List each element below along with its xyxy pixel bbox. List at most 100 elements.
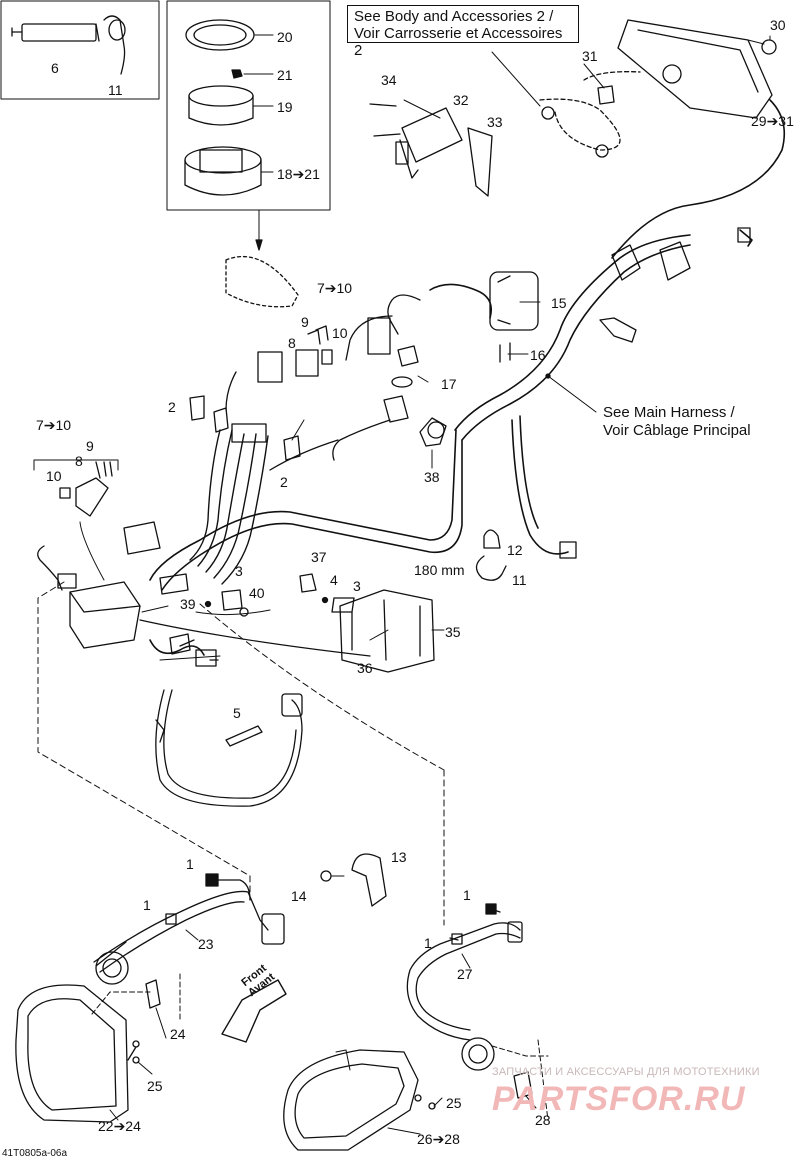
watermark-logo: PARTSFOR.RU [492, 1080, 746, 1118]
callout-26-28: 26➔28 [417, 1131, 460, 1147]
note-line: See Body and Accessories 2 / [354, 8, 554, 25]
note-line: Voir Carrosserie et Accessoires 2 [354, 25, 563, 59]
callout-21: 21 [277, 67, 293, 83]
callout-10: 10 [332, 325, 348, 341]
callout-15: 15 [551, 295, 567, 311]
bracket-35-icon [339, 589, 435, 673]
callout-28: 28 [535, 1112, 551, 1128]
socket-icon [461, 1037, 495, 1071]
watermark-tagline: ЗАПЧАСТИ И АКСЕССУАРЫ ДЛЯ МОТОТЕХНИКИ [492, 1066, 760, 1078]
callout-12: 12 [507, 542, 523, 558]
callout-40: 40 [249, 585, 265, 601]
callout-11: 11 [108, 82, 123, 98]
callout-3: 3 [353, 578, 361, 594]
bulb-icon [761, 39, 777, 55]
connector-block-icon [257, 351, 283, 383]
headlight-left-icon [15, 984, 129, 1123]
callout-7-10: 7➔10 [36, 417, 72, 433]
callout-36: 36 [357, 660, 373, 676]
callout-23: 23 [198, 936, 214, 952]
body-accessories-note: See Body and Accessories 2 / Voir Carros… [347, 5, 579, 59]
callout-25: 25 [147, 1078, 163, 1094]
callout-2: 2 [168, 399, 176, 415]
nut-14-icon [320, 870, 332, 882]
callout-20: 20 [277, 29, 293, 45]
callout-2: 2 [280, 474, 288, 490]
headlight-right-icon [283, 1049, 419, 1151]
main-harness-icon [149, 99, 786, 591]
cable-tie-icon [103, 15, 126, 75]
callout-35: 35 [445, 624, 461, 640]
sealant-tube-icon [11, 23, 100, 42]
callout-8: 8 [288, 335, 296, 351]
retainer-1-icon [165, 913, 177, 925]
gauge-unit-icon [184, 146, 262, 196]
length-label: 180 mm [414, 562, 465, 578]
callout-22-24: 22➔24 [98, 1118, 141, 1134]
callout-16: 16 [530, 347, 546, 363]
bulb-28-icon [513, 1071, 533, 1099]
callout-33: 33 [487, 114, 503, 130]
inset-box-gauge [166, 0, 331, 211]
socket-icon [95, 951, 129, 985]
callout-11: 11 [512, 572, 527, 588]
harness-connector-icon [559, 541, 577, 559]
callout-14: 14 [291, 888, 307, 904]
callout-4: 4 [330, 572, 338, 588]
fuse-box-icon [69, 581, 141, 649]
connector-37-icon [299, 573, 317, 593]
callout-8: 8 [75, 453, 83, 469]
callout-30: 30 [770, 17, 786, 33]
note-line: See Main Harness / [603, 404, 735, 421]
gauge-bezel-icon [185, 19, 255, 51]
push-retainer-icon [483, 529, 501, 549]
instrument-cluster-icon [617, 19, 773, 119]
clip-3-icon [221, 589, 243, 611]
relay-bracket-icon [467, 127, 493, 197]
switch-17-icon [397, 345, 419, 367]
callout-1: 1 [463, 887, 471, 903]
connector-7-icon [367, 317, 391, 355]
callout-29-31: 29➔31 [751, 113, 794, 129]
callout-3: 3 [235, 563, 243, 579]
callout-10: 10 [46, 468, 62, 484]
gauge-lens-icon [188, 85, 254, 126]
bulb-24-icon [145, 979, 161, 1009]
harness-connector-icon [195, 649, 217, 667]
sensor-5-icon [225, 725, 263, 747]
relay-module-icon [395, 107, 463, 179]
callout-25: 25 [446, 1095, 462, 1111]
callout-1: 1 [143, 897, 151, 913]
harness-junction-icon [611, 241, 691, 281]
connector-23-icon [261, 913, 285, 945]
connector-8-icon [295, 349, 319, 377]
callout-39: 39 [180, 596, 196, 612]
horn-icon [489, 271, 539, 331]
grommet-icon [541, 106, 609, 158]
callout-37: 37 [311, 549, 327, 565]
retainer-1-icon [485, 903, 497, 915]
inset-box-tube-tie [0, 0, 160, 100]
main-harness-note: See Main Harness / Voir Câblage Principa… [603, 404, 751, 440]
callout-9: 9 [86, 438, 94, 454]
harness-connector-icon [737, 227, 751, 243]
callout-32: 32 [453, 92, 469, 108]
connector-8-icon [75, 477, 109, 517]
callout-9: 9 [301, 314, 309, 330]
callout-5: 5 [233, 705, 241, 721]
callout-27: 27 [457, 966, 473, 982]
callout-17: 17 [441, 376, 457, 392]
callout-18-21: 18➔21 [277, 166, 320, 182]
callout-1: 1 [186, 856, 194, 872]
bracket-13-icon [351, 853, 387, 907]
front-arrow-icon [221, 979, 287, 1043]
note-line: Voir Câblage Principal [603, 422, 751, 439]
callout-34: 34 [381, 72, 397, 88]
cluster-connector-icon [597, 85, 615, 105]
callout-6: 6 [51, 60, 59, 76]
callout-24: 24 [170, 1026, 186, 1042]
callout-19: 19 [277, 99, 293, 115]
callout-38: 38 [424, 469, 440, 485]
